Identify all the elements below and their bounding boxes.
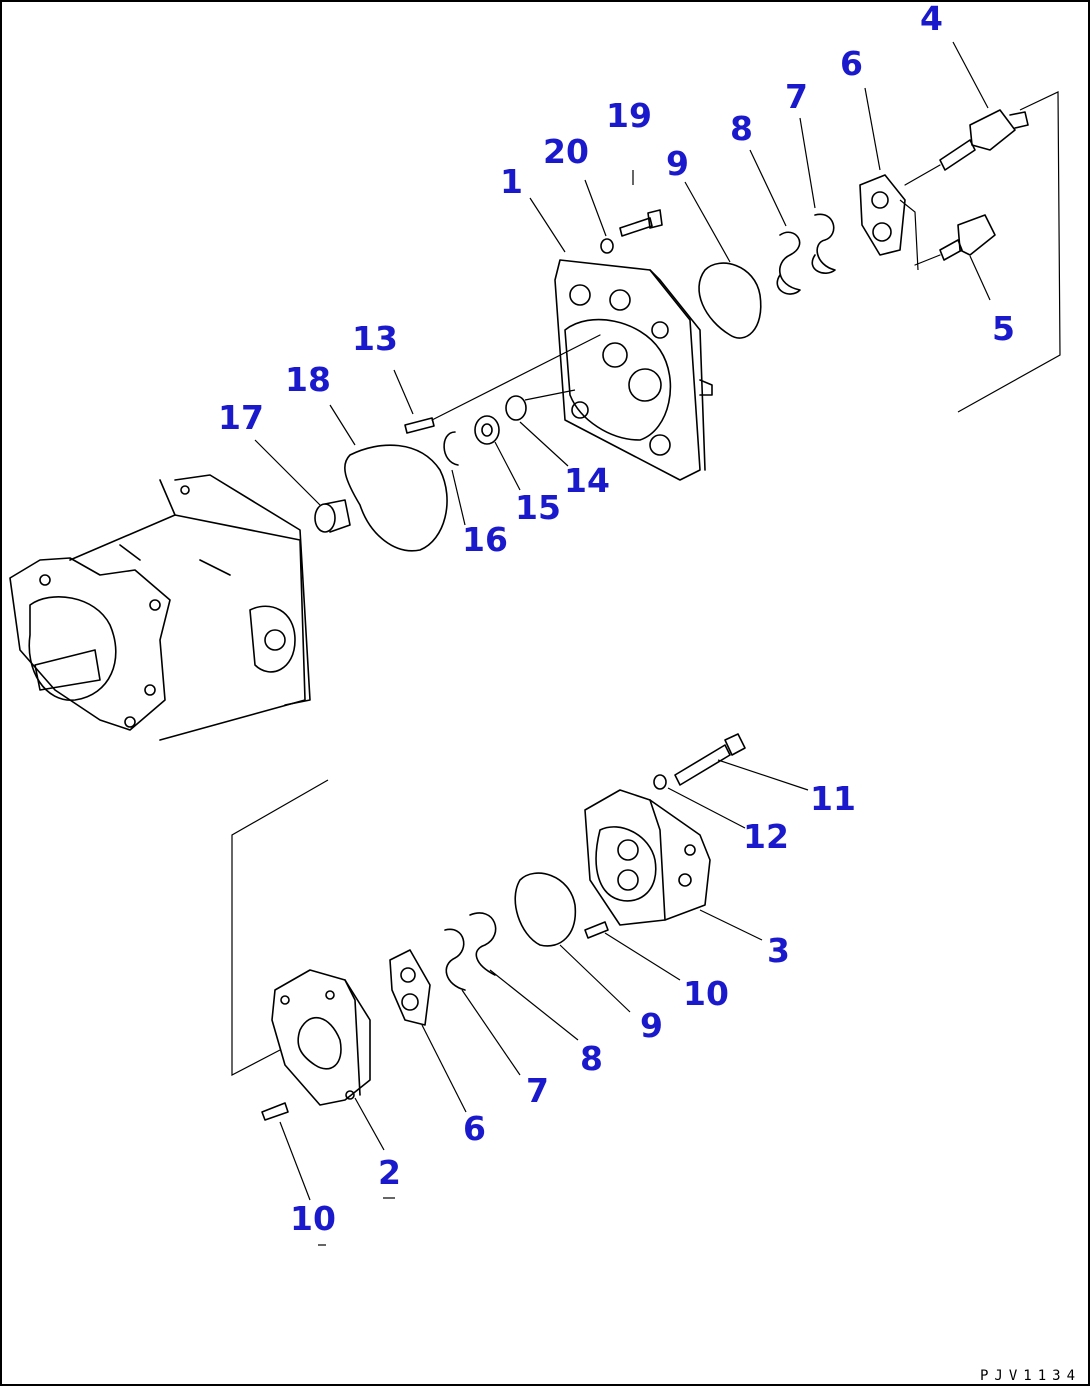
callout-4: 4 (920, 0, 943, 38)
callout-15: 15 (515, 488, 561, 527)
part-7-ring-lower (444, 928, 466, 991)
part-8-ring-upper (776, 231, 801, 295)
part-3-rear-cover (584, 789, 711, 926)
callout-3: 3 (767, 931, 790, 970)
part-10-pin-right (584, 921, 609, 939)
part-5-driven-gear (914, 214, 996, 266)
part-14-o-ring (505, 395, 527, 421)
callout-17: 17 (218, 398, 264, 437)
part-7-ring-upper (811, 213, 836, 274)
leader-lines (254, 41, 991, 1201)
callout-labels: 4 6 7 8 9 19 20 1 5 13 18 17 14 15 16 11… (218, 0, 1015, 1238)
callout-7-upper: 7 (785, 77, 808, 116)
part-9-o-ring-upper (698, 262, 762, 339)
callout-13: 13 (352, 319, 398, 358)
callout-10-left: 10 (290, 1199, 336, 1238)
part-2-gear-case (271, 969, 371, 1106)
callout-14: 14 (564, 461, 610, 500)
part-17-collar (314, 499, 351, 533)
callout-20: 20 (543, 132, 589, 171)
callout-1: 1 (500, 162, 523, 201)
part-1-plate (554, 259, 713, 481)
part-13-pin (404, 334, 601, 434)
part-9-o-ring-lower (514, 872, 577, 947)
callout-12: 12 (743, 817, 789, 856)
callout-5: 5 (992, 309, 1015, 348)
part-8-ring-lower (469, 912, 497, 976)
drawing-code: PJV1134 (980, 1368, 1081, 1384)
part-11-bolt (674, 733, 746, 786)
callout-10-right: 10 (683, 974, 729, 1013)
part-16-snap-ring (443, 431, 459, 466)
part-4-drive-gear (904, 109, 1029, 186)
part-6-wear-plate-upper (859, 174, 906, 256)
part-15-bearing (474, 415, 500, 445)
callout-6-lower: 6 (463, 1109, 486, 1148)
callout-9-upper: 9 (666, 144, 689, 183)
connector-line-lower (231, 779, 329, 1076)
pump-main-body (9, 474, 311, 741)
connector-line-upper (957, 91, 1061, 413)
callout-8-upper: 8 (730, 109, 753, 148)
callout-9-lower: 9 (640, 1006, 663, 1045)
callout-16: 16 (462, 520, 508, 559)
part-10-pin-left (261, 1102, 289, 1121)
callout-6-upper: 6 (840, 44, 863, 83)
part-12-washer (653, 774, 667, 790)
callout-18: 18 (285, 360, 331, 399)
callout-8-lower: 8 (580, 1039, 603, 1078)
callout-19: 19 (606, 96, 652, 135)
part-20-washer (600, 238, 614, 254)
callout-7-lower: 7 (526, 1071, 549, 1110)
callout-2: 2 (378, 1153, 401, 1192)
part-6-wear-plate-lower (389, 949, 431, 1026)
part-18-gasket (344, 444, 448, 552)
callout-11: 11 (810, 779, 856, 818)
part-19-bolt (619, 209, 663, 237)
